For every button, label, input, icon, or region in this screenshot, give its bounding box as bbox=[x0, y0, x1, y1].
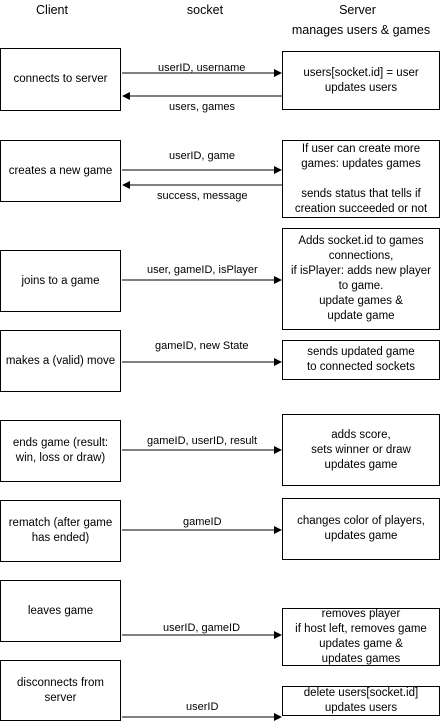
server-response-box: changes color of players, updates game bbox=[282, 498, 440, 560]
request-arrow-label: userID, gameID bbox=[163, 622, 241, 634]
server-column-header: Server bbox=[339, 3, 376, 17]
server-response-box: If user can create more games: updates g… bbox=[282, 140, 440, 218]
request-arrow-label: userID bbox=[186, 701, 219, 713]
client-column-header: Client bbox=[36, 3, 68, 17]
client-action-box: disconnects from server bbox=[0, 660, 121, 721]
client-action-box: rematch (after game has ended) bbox=[0, 500, 121, 562]
response-arrow-label: users, games bbox=[169, 101, 236, 113]
request-arrow-label: user, gameID, isPlayer bbox=[147, 264, 258, 276]
client-action-box: joins to a game bbox=[0, 250, 121, 312]
request-arrow-label: userID, username bbox=[158, 62, 246, 74]
client-action-box: leaves game bbox=[0, 580, 121, 642]
server-response-box: adds score, sets winner or draw updates … bbox=[282, 414, 440, 486]
server-column-subheader: manages users & games bbox=[291, 23, 431, 37]
server-response-box: Adds socket.id to games connections, if … bbox=[282, 228, 440, 330]
request-arrow-label: gameID, new State bbox=[155, 340, 249, 352]
client-action-box: creates a new game bbox=[0, 140, 121, 202]
request-arrow-label: gameID bbox=[183, 516, 222, 528]
response-arrow-label: success, message bbox=[157, 190, 248, 202]
server-response-box: removes player if host left, removes gam… bbox=[282, 608, 440, 666]
server-response-box: delete users[socket.id] updates users bbox=[282, 686, 440, 716]
client-action-box: connects to server bbox=[0, 48, 121, 111]
client-action-box: makes a (valid) move bbox=[0, 330, 121, 392]
server-response-box: sends updated game to connected sockets bbox=[282, 340, 440, 380]
client-action-box: ends game (result: win, loss or draw) bbox=[0, 420, 121, 482]
server-response-box: users[socket.id] = user updates users bbox=[282, 51, 440, 110]
socket-column-header: socket bbox=[186, 3, 224, 17]
request-arrow-label: userID, game bbox=[169, 150, 236, 162]
request-arrow-label: gameID, userID, result bbox=[147, 435, 258, 447]
